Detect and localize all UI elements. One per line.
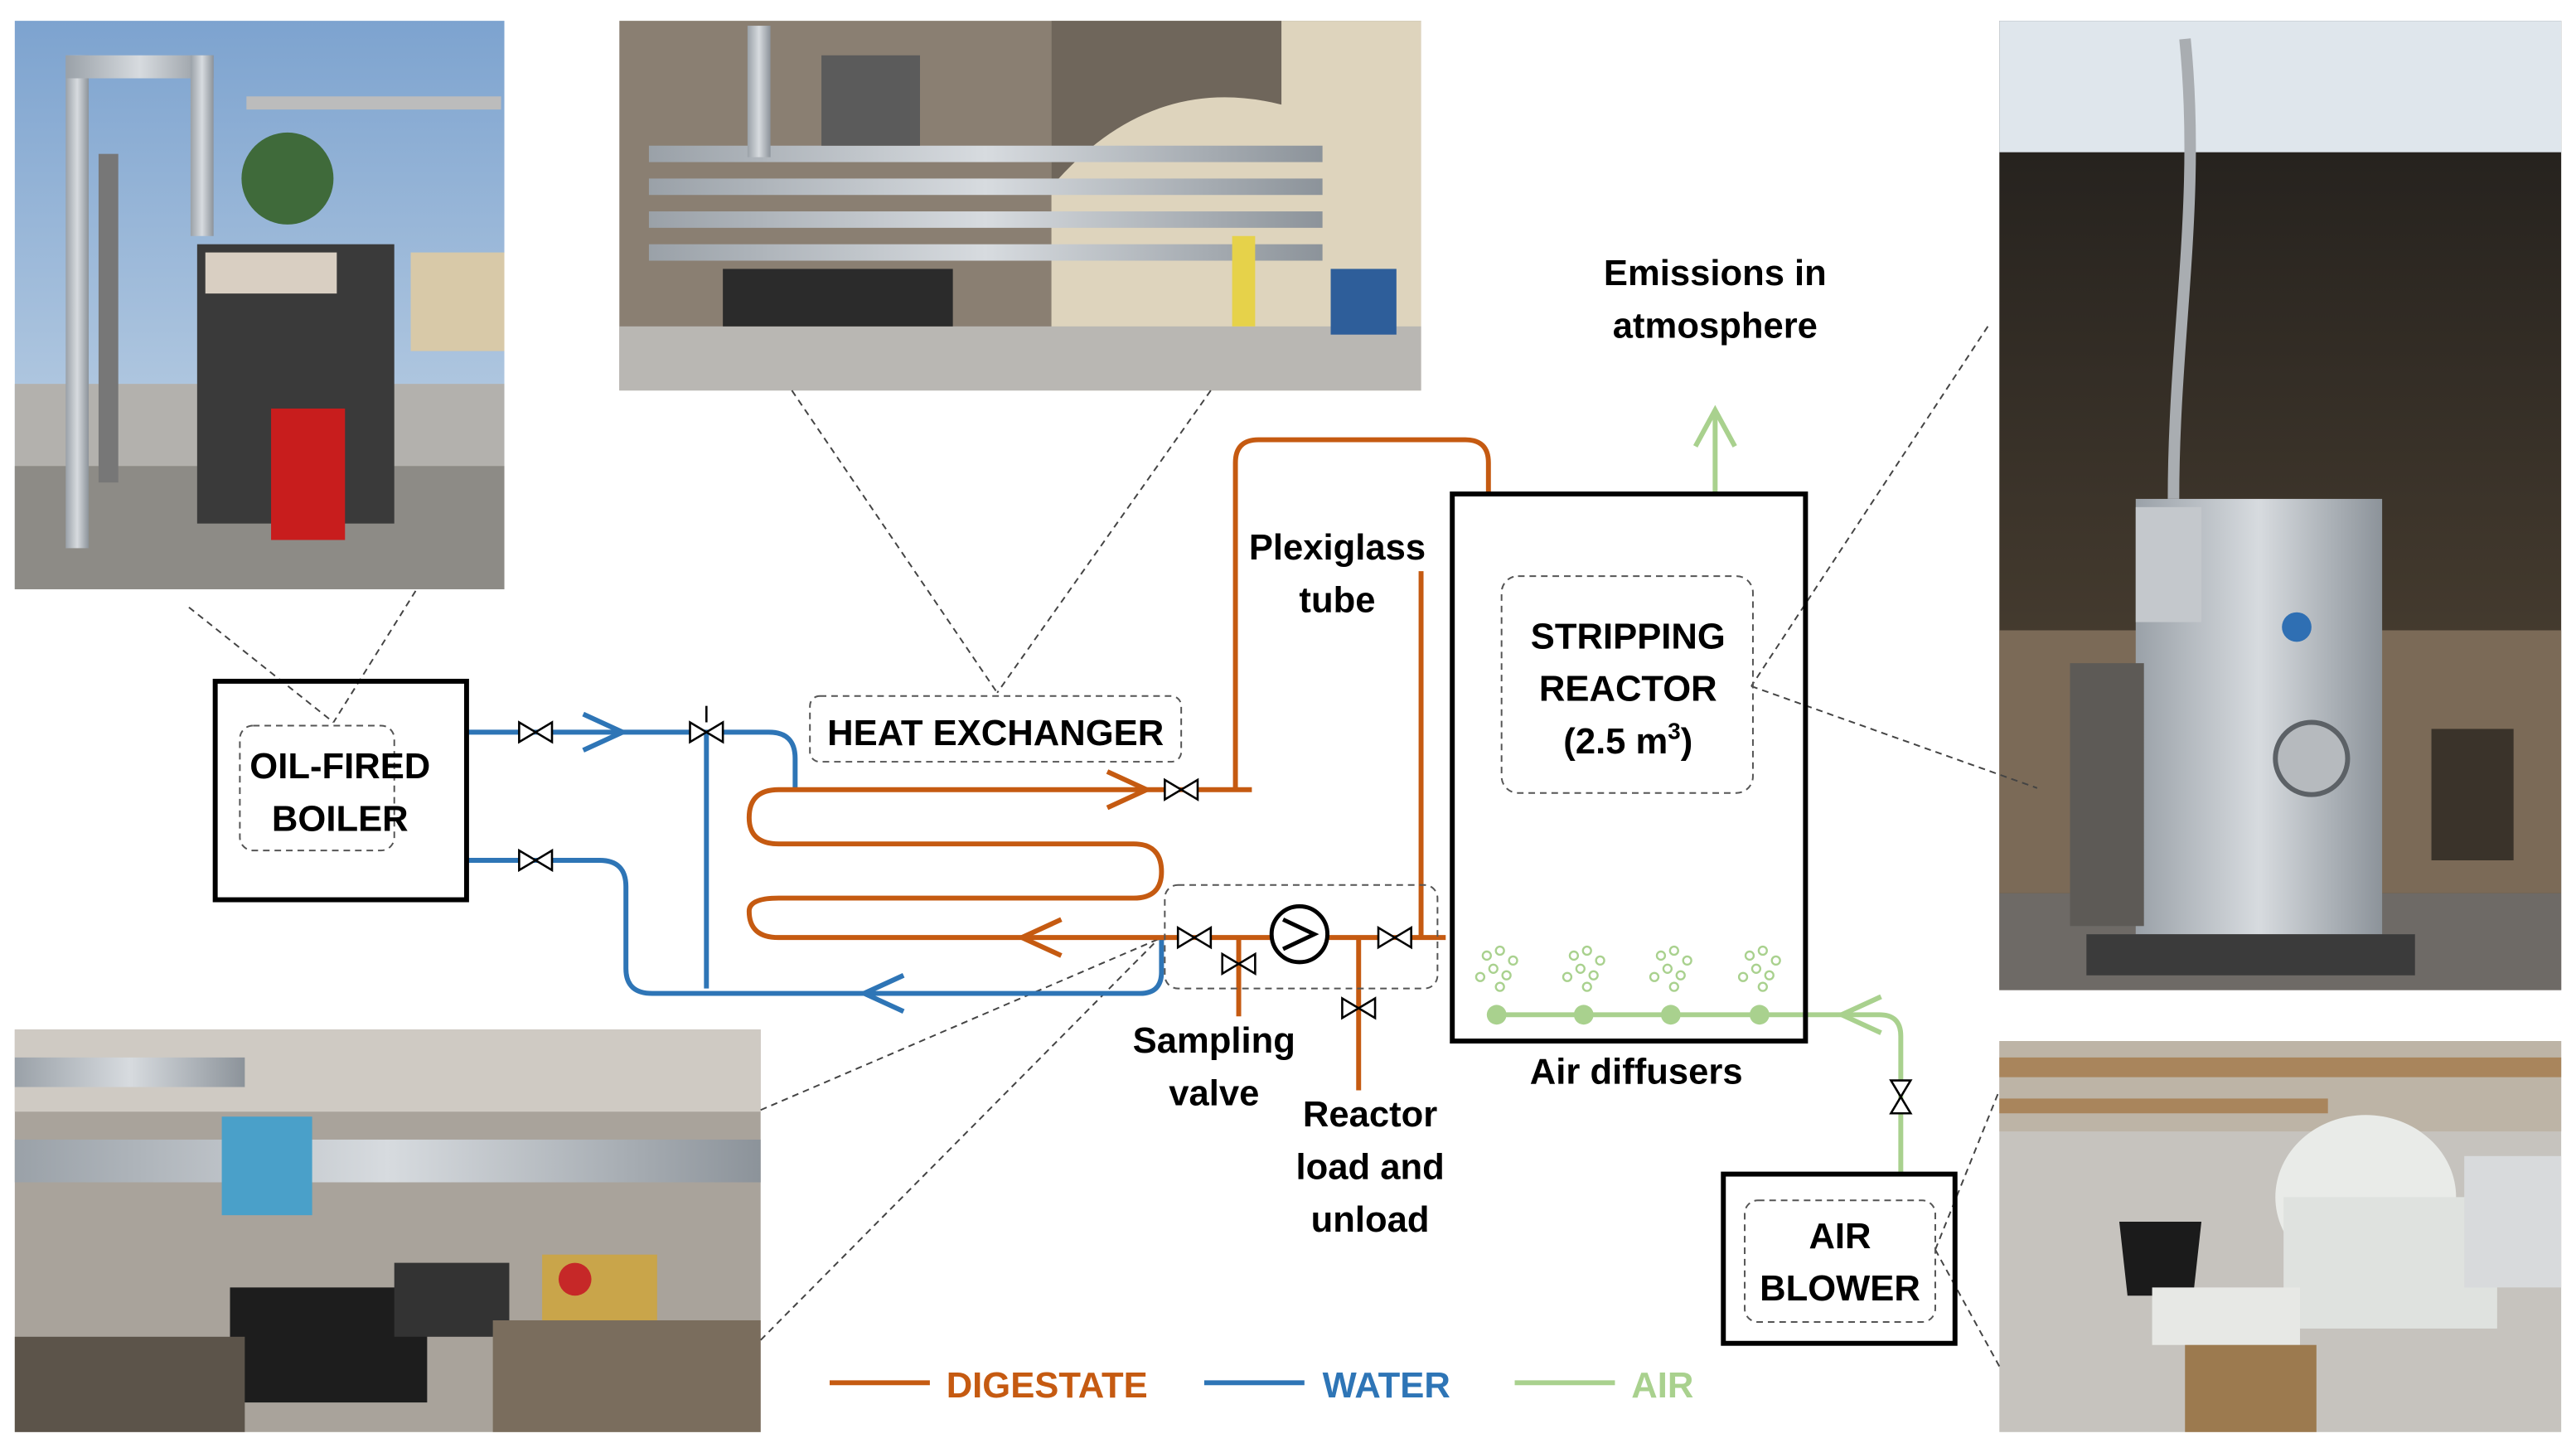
load-label-line2: load and <box>1295 1148 1444 1188</box>
valve-icon <box>1341 996 1377 1020</box>
blower-label-line2: BLOWER <box>1760 1269 1920 1309</box>
sampling-label-line2: valve <box>1169 1073 1259 1113</box>
valve-icon <box>518 720 554 744</box>
valve-icon <box>1164 777 1199 801</box>
air-diffusers-label: Air diffusers <box>1530 1053 1743 1092</box>
legend-water-label: WATER <box>1323 1366 1450 1406</box>
photo-air-blower <box>1999 1041 2562 1432</box>
diagram-labels: OIL-FIRED BOILER HEAT EXCHANGER STRIPPIN… <box>249 254 1920 1309</box>
sampling-label-line1: Sampling <box>1133 1021 1295 1061</box>
boiler-label-line2: BOILER <box>272 799 409 839</box>
pump-icon <box>1269 904 1330 965</box>
water-lines <box>467 711 1165 1014</box>
photo-stripping-reactor <box>1999 21 2562 990</box>
valve-icon <box>689 720 724 744</box>
legend-air-label: AIR <box>1631 1366 1693 1406</box>
emissions-label-line1: Emissions in <box>1604 254 1827 293</box>
load-label-line1: Reactor <box>1303 1095 1437 1135</box>
blower-inner-dash <box>1744 1199 1936 1323</box>
boiler-inner-dash <box>239 724 395 852</box>
plexiglass-label-line1: Plexiglass <box>1249 528 1426 568</box>
air-bubbles <box>1474 945 1781 992</box>
valve-icon <box>518 848 554 873</box>
reactor-label-line2: REACTOR <box>1539 670 1717 709</box>
digestate-lines <box>746 437 1491 1091</box>
heat-exchanger-dash <box>809 695 1183 763</box>
reactor-inner-dash <box>1500 575 1754 794</box>
blower-label-line1: AIR <box>1809 1217 1871 1257</box>
photo-heat-exchanger <box>619 21 1421 391</box>
reactor-label-line1: STRIPPING <box>1531 617 1726 656</box>
legend: DIGESTATE WATER AIR <box>829 1366 1693 1406</box>
equipment-boxes <box>212 491 1958 1346</box>
air-diffuser-nodes <box>1486 1005 1770 1025</box>
photo-callout-lines <box>188 326 2038 1367</box>
photo-oil-fired-boiler <box>14 21 505 589</box>
air-lines <box>1498 404 1904 1174</box>
pump-dash <box>1164 884 1439 990</box>
legend-digestate-label: DIGESTATE <box>947 1366 1148 1406</box>
emissions-label-line2: atmosphere <box>1613 307 1818 346</box>
reactor-label-line3: (2.5 m3) <box>1563 718 1692 762</box>
valve-symbols <box>518 705 1913 1115</box>
valve-icon <box>1377 925 1412 950</box>
reactor-box <box>1450 491 1809 1044</box>
boiler-label-line1: OIL-FIRED <box>249 747 430 787</box>
heat-exchanger-label: HEAT EXCHANGER <box>827 714 1164 753</box>
load-label-line3: unload <box>1311 1200 1430 1240</box>
valve-icon <box>1889 1079 1913 1115</box>
valve-icon <box>1221 952 1257 976</box>
boiler-box <box>212 678 469 903</box>
plexiglass-label-line2: tube <box>1299 581 1375 621</box>
valve-icon <box>1176 925 1213 950</box>
blower-box <box>1721 1171 1958 1346</box>
photo-pump-and-valves <box>14 1029 761 1432</box>
